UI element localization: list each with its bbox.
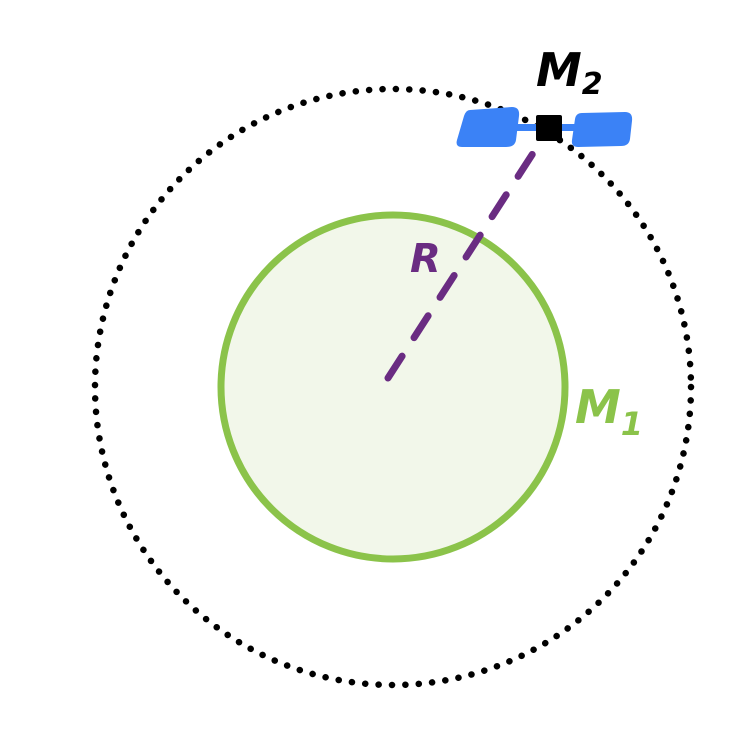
solar-panel-left-icon [456, 107, 520, 147]
satellite-mass-subscript: 2 [582, 67, 603, 102]
satellite-icon [456, 107, 633, 147]
orbit-path [91, 85, 695, 689]
radius-line [384, 126, 552, 382]
solar-panel-right-icon [571, 112, 633, 147]
satellite-mass-symbol: M [536, 43, 582, 97]
planet-mass-label: M1 [575, 380, 643, 443]
planet-mass-subscript: 1 [621, 405, 643, 443]
satellite-mass-label: M2 [536, 43, 603, 102]
planet-mass-symbol: M [575, 380, 621, 434]
planet-circle [217, 211, 569, 563]
satellite-body [536, 115, 562, 141]
radius-label: R [410, 236, 441, 282]
